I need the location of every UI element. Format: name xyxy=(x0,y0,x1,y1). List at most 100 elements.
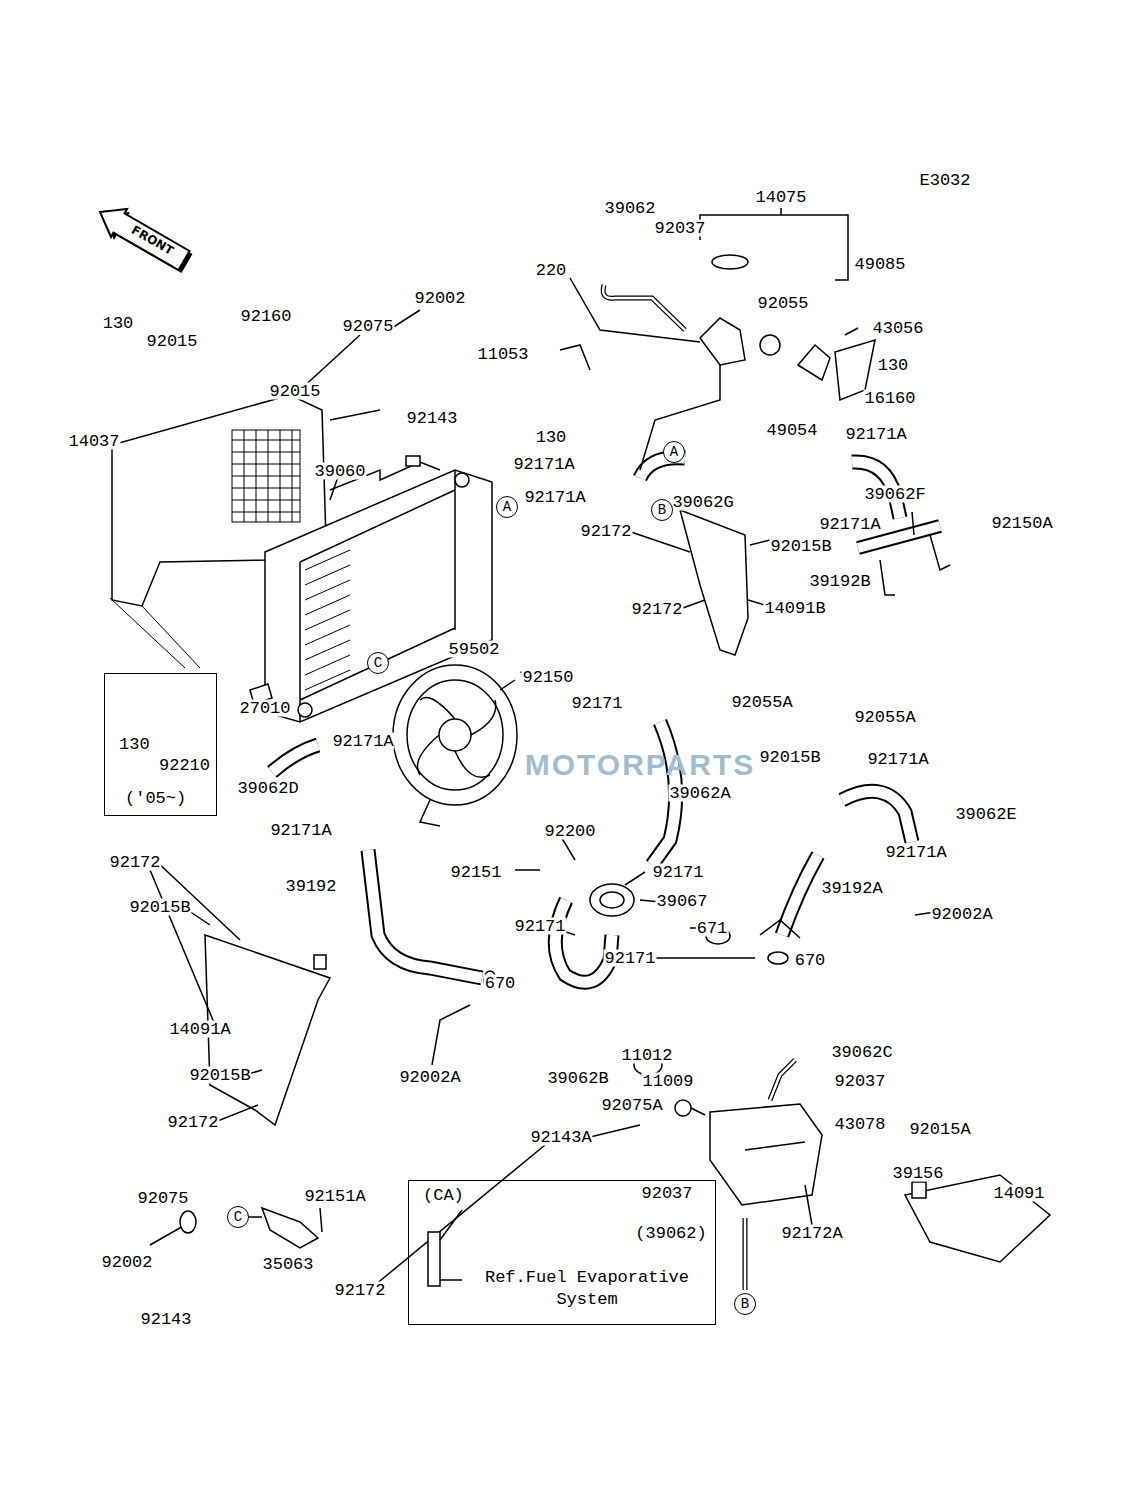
callout-number: 92143 xyxy=(405,410,458,427)
callout-number: 39062D xyxy=(236,780,299,797)
callout-number: 92002A xyxy=(398,1069,461,1086)
callout-number: 92002 xyxy=(100,1254,153,1271)
callout-number: 92171A xyxy=(844,426,907,443)
callout-number: 130 xyxy=(102,315,135,332)
callout-number: 92015B xyxy=(188,1067,251,1084)
callout-number: 92143 xyxy=(139,1311,192,1328)
callout-number: 92037 xyxy=(653,220,706,237)
callout-number: 92055 xyxy=(756,295,809,312)
reference-circle: A xyxy=(663,441,685,463)
callout-number: 43078 xyxy=(833,1116,886,1133)
callout-number: 92037 xyxy=(640,1185,693,1202)
callout-number: 92171 xyxy=(651,864,704,881)
callout-number: 49085 xyxy=(853,256,906,273)
callout-number: 92002A xyxy=(930,906,993,923)
callout-number: 39062G xyxy=(671,494,734,511)
callout-number: 39062E xyxy=(954,806,1017,823)
callout-number: 11053 xyxy=(476,346,529,363)
callout-number: 220 xyxy=(535,262,568,279)
reference-letter: A xyxy=(670,445,678,459)
callout-number: 92055A xyxy=(853,709,916,726)
callout-number: 92171 xyxy=(603,950,656,967)
callout-number: 14091 xyxy=(992,1185,1045,1202)
reference-letter: C xyxy=(234,1210,242,1224)
callout-number: 49054 xyxy=(765,422,818,439)
callout-number: 92150 xyxy=(521,669,574,686)
callout-number: 92075A xyxy=(600,1097,663,1114)
callout-number: 130 xyxy=(877,357,910,374)
callout-number: 39156 xyxy=(891,1165,944,1182)
callout-number: 27010 xyxy=(238,700,291,717)
callout-number: 43056 xyxy=(871,320,924,337)
callout-number: 39062 xyxy=(603,200,656,217)
callout-number: 670 xyxy=(794,952,827,969)
callout-number: 92172 xyxy=(579,523,632,540)
callout-number: 92037 xyxy=(833,1073,886,1090)
callout-number: (CA) xyxy=(423,1185,464,1207)
callout-number: 92015A xyxy=(908,1121,971,1138)
callout-number: (39062) xyxy=(634,1225,707,1242)
reference-circle: C xyxy=(227,1206,249,1228)
callout-number: 130 xyxy=(535,429,568,446)
callout-number: 14091A xyxy=(168,1021,231,1038)
callout-number: 14075 xyxy=(754,189,807,206)
callout-number: 92075 xyxy=(341,318,394,335)
callout-number: 39062F xyxy=(863,486,926,503)
callout-number: 92015B xyxy=(128,899,191,916)
callout-number: 92002 xyxy=(413,290,466,307)
reference-circle: B xyxy=(651,499,673,521)
callout-number: 92143A xyxy=(529,1129,592,1146)
callout-number: 671 xyxy=(696,920,729,937)
callout-number: 14091B xyxy=(763,600,826,617)
callout-number: 92171A xyxy=(331,733,394,750)
reference-letter: B xyxy=(658,503,666,517)
front-arrow: FRONT xyxy=(92,190,197,278)
callout-number: 92160 xyxy=(239,308,292,325)
callout-number: 92172 xyxy=(333,1282,386,1299)
reference-letter: B xyxy=(741,1297,749,1311)
callout-number: E3032 xyxy=(918,172,971,189)
callout-number: 92172A xyxy=(780,1225,843,1242)
callout-number: 16160 xyxy=(863,390,916,407)
reference-circle: B xyxy=(734,1293,756,1315)
callout-number: 39062A xyxy=(668,785,731,802)
callout-number: 92171 xyxy=(570,695,623,712)
reference-note: Ref.Fuel Evaporative System xyxy=(467,1267,707,1311)
callout-number: 92171A xyxy=(866,751,929,768)
reference-box: (CA) Ref.Fuel Evaporative System xyxy=(408,1180,716,1325)
callout-number: 11012 xyxy=(620,1047,673,1064)
callout-number: 39062C xyxy=(830,1044,893,1061)
reference-circle: C xyxy=(367,652,389,674)
callout-number: 39192 xyxy=(284,878,337,895)
callout-number: 92075 xyxy=(136,1190,189,1207)
callout-number: 92151 xyxy=(449,864,502,881)
callout-number: 92055A xyxy=(730,694,793,711)
callout-number: 92171A xyxy=(523,489,586,506)
callout-number: 59502 xyxy=(447,641,500,658)
callout-number: 92171A xyxy=(512,456,575,473)
callout-number: 92015 xyxy=(145,333,198,350)
callout-number: 92015B xyxy=(758,749,821,766)
watermark-text: MOTORPARTS xyxy=(524,750,757,780)
callout-number: 92150A xyxy=(990,515,1053,532)
callout-number: 39192B xyxy=(808,573,871,590)
callout-number: 92151A xyxy=(303,1188,366,1205)
callout-number: 92200 xyxy=(543,823,596,840)
callout-number: 670 xyxy=(484,975,517,992)
callout-number: 39060 xyxy=(313,463,366,480)
callout-number: 92210 xyxy=(159,755,210,777)
callout-number: 92015 xyxy=(268,383,321,400)
callout-number: 92015B xyxy=(769,538,832,555)
callout-number: 14037 xyxy=(67,433,120,450)
callout-number: 39192A xyxy=(820,880,883,897)
reference-circle: A xyxy=(496,496,518,518)
callout-number: 92171A xyxy=(884,844,947,861)
reference-letter: C xyxy=(374,656,382,670)
callout-number: 92171 xyxy=(513,918,566,935)
callout-number: ('05~) xyxy=(125,788,186,810)
callout-number: 92172 xyxy=(108,854,161,871)
callout-number: 92172 xyxy=(630,601,683,618)
callout-number: 39067 xyxy=(655,893,708,910)
callout-number: 92171A xyxy=(818,516,881,533)
callout-number: 92172 xyxy=(166,1114,219,1131)
